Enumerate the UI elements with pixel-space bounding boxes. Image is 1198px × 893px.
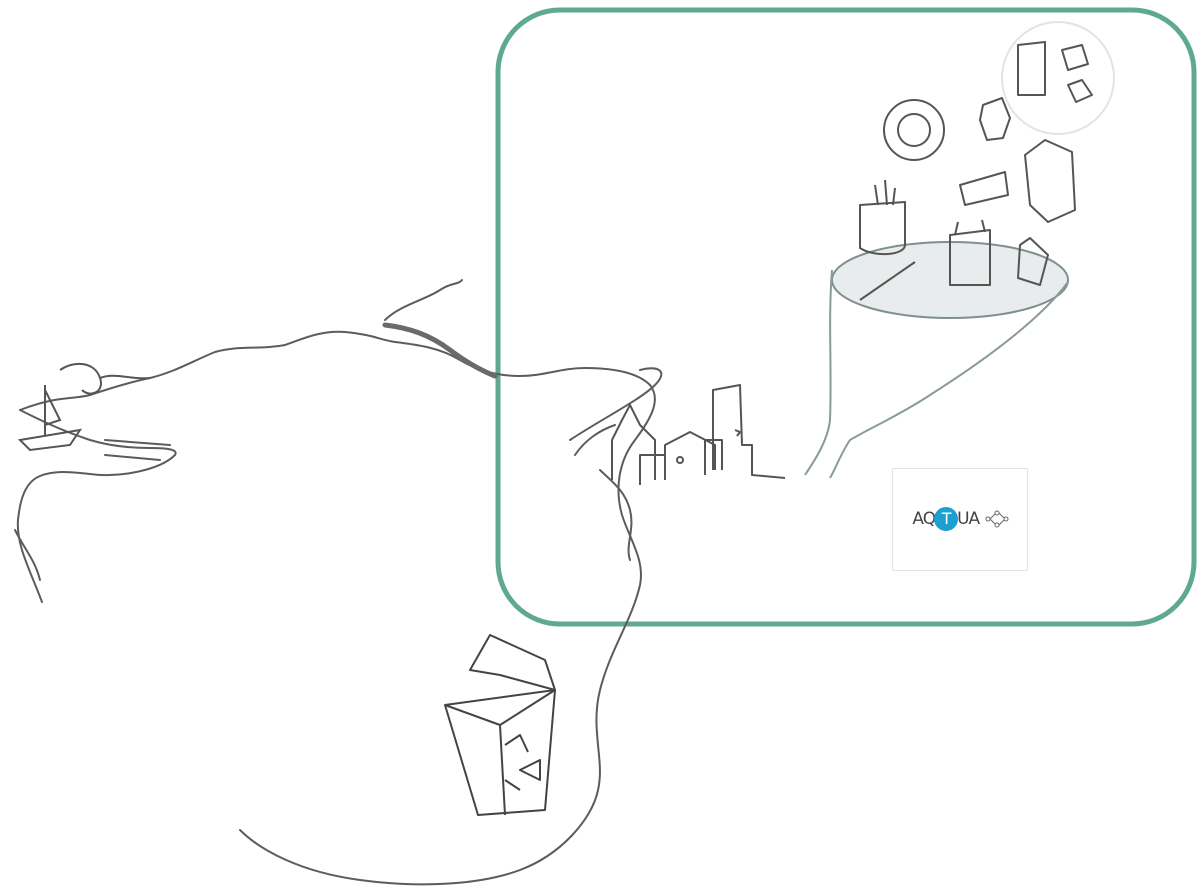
- boat-sketch: [20, 364, 150, 450]
- coastline-sketch: [15, 280, 661, 884]
- highlight-frame: [498, 10, 1194, 624]
- logo-suffix: UA: [957, 509, 979, 529]
- funnel-sketch: [805, 242, 1068, 478]
- logo-accent-circle: T: [934, 507, 958, 531]
- recycling-bin-sketch: [445, 635, 555, 815]
- molecule-icon: [984, 509, 1010, 529]
- logo-prefix: AQ: [912, 509, 935, 529]
